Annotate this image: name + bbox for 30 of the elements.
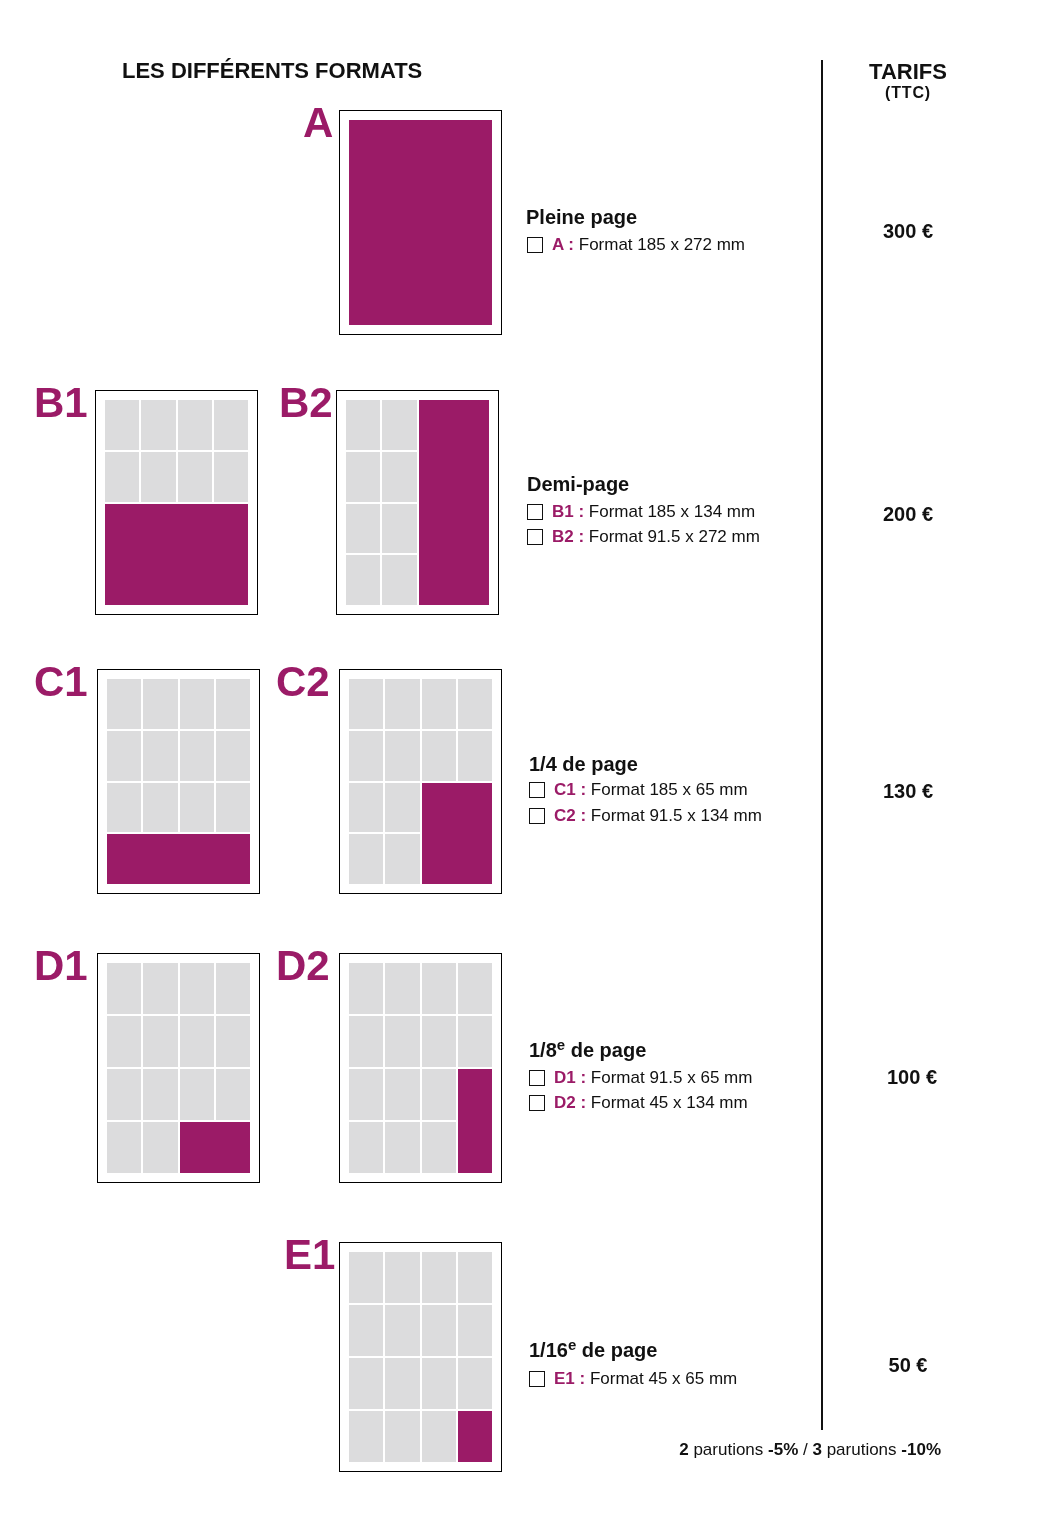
format-letter: B1 [34,382,88,424]
format-letter: A [303,102,334,144]
format-option: E1 : Format 45 x 65 mm [554,1366,738,1392]
price: 100 € [886,1065,938,1090]
format-option: B1 : Format 185 x 134 mm [552,499,756,525]
format-heading: 1/16$^{e}$ de page [529,1335,658,1363]
price: 300 € [882,219,934,244]
format-letter: B2 [279,382,333,424]
format-heading: 1/4 de page [529,752,638,777]
format-heading: 1/8$^{e}$ de page [529,1035,647,1063]
format-heading: Pleine page [526,205,638,230]
format-letter: C1 [34,661,88,703]
price: 50 € [888,1353,928,1378]
format-heading: Demi-page [527,472,630,497]
format-option: C1 : Format 185 x 65 mm [554,777,748,803]
format-option: C2 : Format 91.5 x 134 mm [554,803,762,829]
format-letter: E1 [284,1234,336,1276]
format-letter: D1 [34,945,88,987]
format-letter: C2 [276,661,330,703]
format-option: D2 : Format 45 x 134 mm [554,1090,748,1116]
column-subheading: (TTC) [885,83,931,103]
format-letter: D2 [276,945,330,987]
price: 200 € [882,502,934,527]
format-option: D1 : Format 91.5 x 65 mm [554,1065,753,1091]
discount-note: 2 parutions -5% / 3 parutions -10% [679,1439,941,1461]
price: 130 € [882,779,934,804]
column-heading: TARIFS [869,58,947,86]
format-option: A : Format 185 x 272 mm [552,232,746,258]
format-option: B2 : Format 91.5 x 272 mm [552,524,760,550]
title: LES DIFFÉRENTS FORMATS [122,57,423,85]
